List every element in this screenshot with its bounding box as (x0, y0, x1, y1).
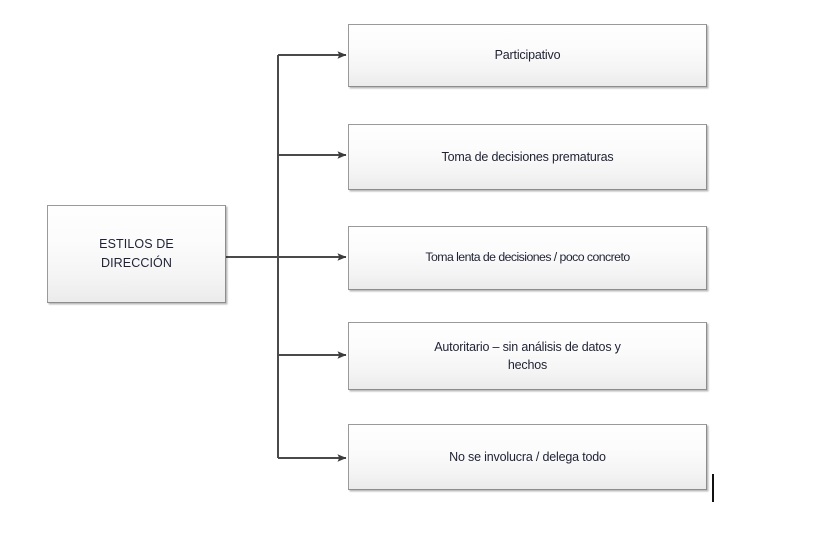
node-root[interactable]: ESTILOS DE DIRECCIÓN (47, 205, 226, 303)
node-branch-4[interactable]: Autoritario – sin análisis de datos y he… (348, 322, 707, 390)
node-root-label: ESTILOS DE DIRECCIÓN (99, 237, 174, 270)
node-branch-4-label: Autoritario – sin análisis de datos y he… (434, 339, 621, 372)
connector-group (226, 51, 347, 462)
node-branch-1[interactable]: Participativo (348, 24, 707, 87)
node-branch-5-label: No se involucra / delega todo (449, 449, 606, 464)
node-branch-1-label: Participativo (494, 48, 561, 63)
node-branch-2[interactable]: Toma de decisiones prematuras (348, 124, 707, 190)
text-caret (712, 474, 714, 502)
node-branch-3[interactable]: Toma lenta de decisiones / poco concreto (348, 226, 707, 290)
node-branch-3-label: Toma lenta de decisiones / poco concreto (425, 250, 630, 265)
node-branch-5[interactable]: No se involucra / delega todo (348, 424, 707, 490)
node-branch-2-label: Toma de decisiones prematuras (441, 149, 614, 164)
